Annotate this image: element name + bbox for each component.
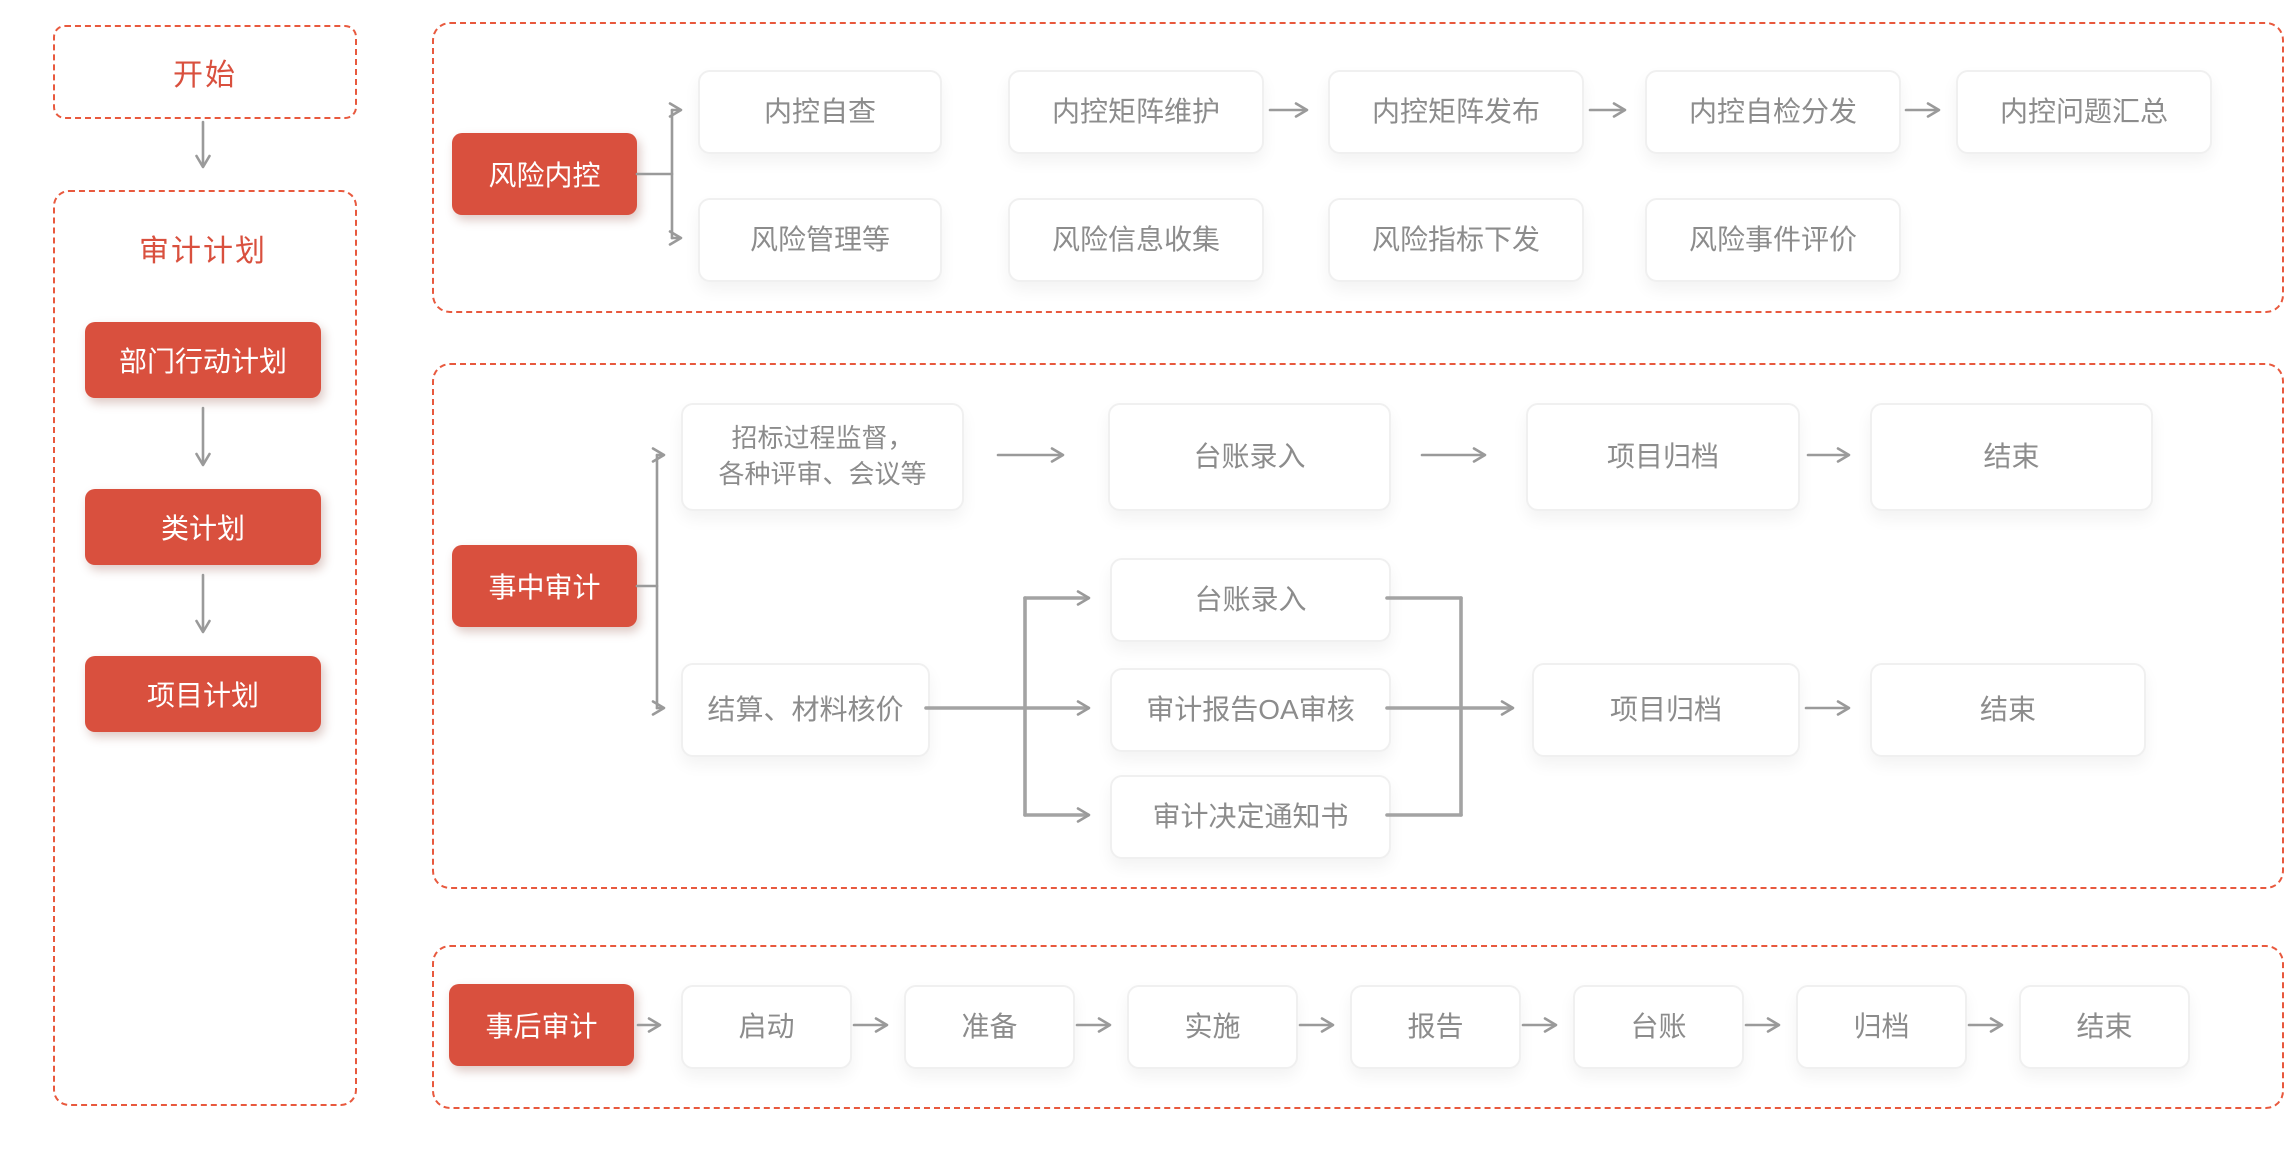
node-ledger-entry-a: 台账录入 [1108,403,1391,511]
node-project-archive-a: 项目归档 [1526,403,1800,511]
node-step-end: 结束 [2019,985,2190,1069]
node-risk-management: 风险管理等 [698,198,942,282]
group-audit-plan-title: 审计计划 [139,235,267,268]
section-during-audit [432,363,2284,889]
node-step-ledger: 台账 [1573,985,1744,1069]
node-audit-decision-notice: 审计决定通知书 [1110,775,1391,859]
node-issue-summary: 内控问题汇总 [1956,70,2212,154]
node-during-audit-lead: 事中审计 [452,545,637,627]
node-after-audit-lead: 事后审计 [449,984,634,1066]
node-step-archive: 归档 [1796,985,1967,1069]
node-bid-supervision: 招标过程监督， 各种评审、会议等 [681,403,964,511]
node-start-label: 开始 [173,59,237,92]
node-internal-self-check: 内控自查 [698,70,942,154]
node-matrix-publish: 内控矩阵发布 [1328,70,1584,154]
node-risk-event-eval: 风险事件评价 [1645,198,1901,282]
section-risk-control [432,22,2284,313]
node-end-b: 结束 [1870,663,2146,757]
node-step-prepare: 准备 [904,985,1075,1069]
node-dept-action-plan: 部门行动计划 [85,322,321,398]
node-step-report: 报告 [1350,985,1521,1069]
group-audit-plan [53,190,357,1106]
node-step-implement: 实施 [1127,985,1298,1069]
node-project-archive-b: 项目归档 [1532,663,1800,757]
node-self-check-distribute: 内控自检分发 [1645,70,1901,154]
node-settlement-pricing: 结算、材料核价 [681,663,930,757]
node-project-plan: 项目计划 [85,656,321,732]
node-category-plan: 类计划 [85,489,321,565]
node-risk-info-collect: 风险信息收集 [1008,198,1264,282]
node-end-a: 结束 [1870,403,2153,511]
node-risk-control-lead: 风险内控 [452,133,637,215]
section-after-audit [432,945,2284,1109]
node-matrix-maintain: 内控矩阵维护 [1008,70,1264,154]
node-ledger-entry-b: 台账录入 [1110,558,1391,642]
node-start: 开始 [53,25,357,119]
node-oa-review: 审计报告OA审核 [1110,668,1391,752]
node-bid-supervision-line2: 各种评审、会议等 [718,459,927,489]
node-step-launch: 启动 [681,985,852,1069]
node-bid-supervision-line1: 招标过程监督， [731,423,914,454]
node-risk-indicator-issue: 风险指标下发 [1328,198,1584,282]
